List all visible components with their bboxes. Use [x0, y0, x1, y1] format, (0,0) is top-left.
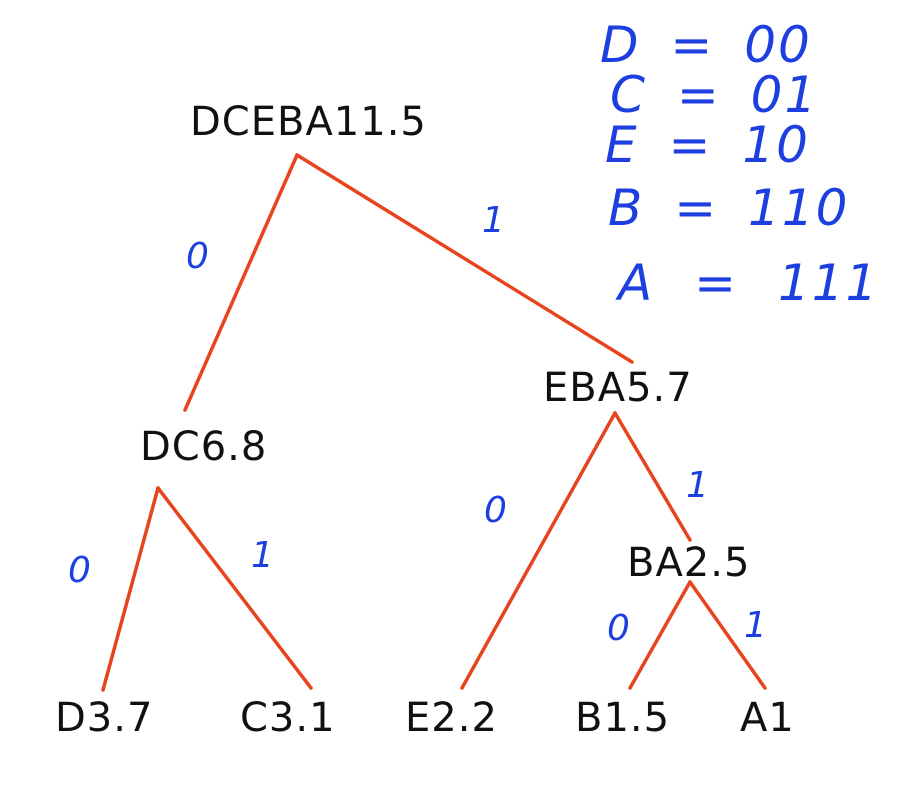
- bit-label-ba-b: 0: [607, 608, 630, 649]
- code-line-e: E = 10: [605, 116, 810, 174]
- code-value-b: 110: [748, 179, 849, 237]
- code-value-e: 10: [742, 116, 810, 174]
- bit-label-dc-d: 0: [68, 550, 91, 591]
- edge-ba-b: [628, 580, 692, 690]
- bit-label-eba-ba: 1: [686, 465, 709, 506]
- node-b: B1.5: [575, 695, 670, 741]
- edge-eba-e: [460, 411, 617, 690]
- node-d: D3.7: [55, 695, 153, 741]
- bit-labels: 0 1 0 1 0 1 0 1: [68, 200, 767, 649]
- tree-nodes: DCEBA11.5 DC6.8 EBA5.7 BA2.5 D3.7 C3.1 E…: [55, 99, 795, 741]
- code-value-c: 01: [751, 66, 819, 124]
- code-eq-e: =: [669, 116, 713, 174]
- code-line-c: C = 01: [610, 66, 818, 124]
- node-eba: EBA5.7: [543, 365, 693, 411]
- bit-label-root-dc: 0: [186, 236, 209, 277]
- edge-dc-c: [156, 486, 313, 690]
- code-symbol-d: D: [600, 16, 641, 74]
- node-root: DCEBA11.5: [190, 99, 427, 145]
- bit-label-root-eba: 1: [482, 200, 505, 241]
- code-table: D = 00 C = 01 E = 10 B = 110 A = 111: [600, 16, 879, 312]
- code-value-d: 00: [744, 16, 812, 74]
- bit-label-dc-c: 1: [251, 535, 274, 576]
- code-symbol-a: A: [615, 254, 654, 312]
- edge-dc-d: [101, 486, 160, 692]
- code-line-a: A = 111: [615, 254, 879, 312]
- code-eq-a: =: [694, 254, 738, 312]
- bit-label-ba-a: 1: [744, 605, 767, 646]
- code-symbol-b: B: [608, 179, 644, 237]
- node-dc: DC6.8: [140, 424, 267, 470]
- node-e: E2.2: [405, 695, 498, 741]
- node-a: A1: [740, 695, 795, 741]
- edge-root-dc: [183, 153, 299, 412]
- code-line-b: B = 110: [608, 179, 849, 237]
- code-eq-b: =: [674, 179, 718, 237]
- bit-label-eba-e: 0: [484, 490, 507, 531]
- code-value-a: 111: [778, 254, 879, 312]
- code-symbol-c: C: [610, 66, 647, 124]
- node-c: C3.1: [240, 695, 336, 741]
- edge-eba-ba: [613, 411, 692, 542]
- tree-edges: [101, 153, 767, 692]
- code-eq-d: =: [670, 16, 714, 74]
- code-symbol-e: E: [605, 116, 639, 174]
- code-eq-c: =: [677, 66, 721, 124]
- edge-ba-a: [688, 580, 767, 690]
- edge-root-eba: [295, 153, 634, 364]
- node-ba: BA2.5: [627, 540, 750, 586]
- code-line-d: D = 00: [600, 16, 812, 74]
